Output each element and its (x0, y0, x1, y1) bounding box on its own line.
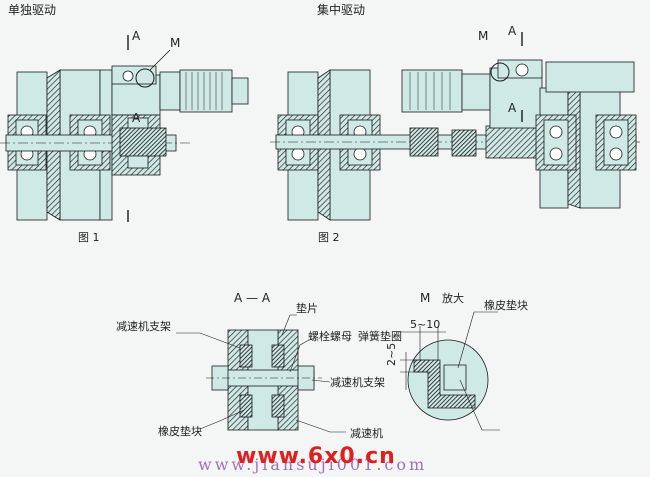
detail-subtitle: 放大 (442, 292, 464, 305)
label-rubber-pad: 橡皮垫块 (158, 425, 202, 438)
fig1-title: 单独驱动 (8, 3, 57, 17)
label-bolt-nut: 螺栓螺母 (308, 330, 352, 343)
dim-thick: 2~5 (385, 342, 398, 366)
section-title: A — A (234, 291, 271, 305)
fig2-caption: 图 2 (318, 231, 340, 244)
dim-gap: 5~10 (410, 318, 441, 331)
fig1-section-mark-top: A (132, 29, 141, 43)
watermark-url: www.jiansuji001.com (198, 455, 428, 474)
detail-title: M (420, 291, 431, 305)
label-reducer: 减速机 (350, 427, 383, 440)
label-spring-washer: 弹簧垫圈 (358, 330, 402, 343)
fig2-section-mark-bottom: A (508, 101, 517, 115)
detail-m-drawing (396, 311, 500, 431)
fig2-detail-mark: M (478, 29, 489, 43)
detail-rubber-pad: 橡皮垫块 (484, 299, 528, 312)
watermark-brand: www.6x0.cn (236, 444, 396, 469)
fig1-section-mark-bottom: A (132, 111, 141, 125)
fig1-caption: 图 1 (78, 231, 100, 244)
label-reducer-bracket-2: 减速机支架 (330, 376, 385, 389)
fig1-detail-mark: M (170, 36, 181, 50)
section-aa-drawing (176, 314, 346, 433)
fig2-title: 集中驱动 (317, 3, 366, 17)
label-reducer-bracket: 减速机支架 (116, 320, 171, 333)
fig1-drawing (0, 35, 249, 222)
fig2-section-mark-top: A (508, 24, 517, 38)
label-shim: 垫片 (296, 302, 318, 315)
fig2-drawing (270, 32, 640, 221)
